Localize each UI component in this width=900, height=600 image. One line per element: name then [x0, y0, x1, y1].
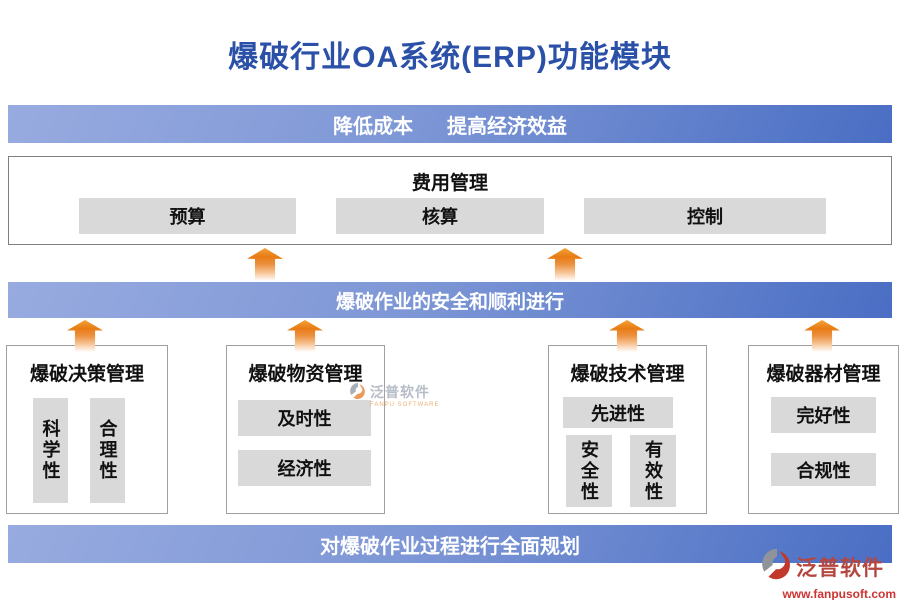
module-item-compliance: 合规性: [771, 453, 876, 486]
expense-item-control: 控制: [584, 198, 826, 234]
module-title: 爆破决策管理: [29, 364, 144, 385]
fanpu-logo-icon: [349, 382, 367, 405]
expense-item-accounting: 核算: [336, 198, 544, 234]
module-title: 爆破器材管理: [766, 364, 881, 385]
watermark-footer: 泛普软件 www.fanpusoft.com: [760, 547, 896, 600]
fanpu-logo-icon: [760, 547, 794, 586]
watermark-subtitle: FANPU SOFTWARE: [370, 402, 440, 408]
safety-banner: 爆破作业的安全和顺利进行: [8, 282, 892, 318]
module-decision-management: 爆破决策管理 科学性 合理性: [6, 345, 168, 514]
watermark-url: www.fanpusoft.com: [782, 587, 896, 600]
expense-item-budget: 预算: [79, 198, 296, 234]
expense-panel-title: 费用管理: [411, 173, 488, 194]
benefit-banner: 降低成本 提高经济效益: [8, 105, 892, 143]
module-item-advanced: 先进性: [563, 397, 673, 428]
up-arrow-icon: [247, 248, 283, 282]
module-item-rational: 合理性: [90, 398, 125, 503]
up-arrow-icon: [547, 248, 583, 282]
module-item-effectiveness: 有效性: [630, 435, 676, 507]
module-equipment-management: 爆破器材管理 完好性 合规性: [748, 345, 899, 514]
watermark-name: 泛普软件: [796, 556, 884, 580]
watermark-inline: 泛普软件 FANPU SOFTWARE: [349, 382, 439, 408]
benefit-banner-left-label: 降低成本: [333, 115, 413, 138]
watermark-name: 泛普软件: [370, 384, 430, 400]
benefit-banner-right-label: 提高经济效益: [447, 115, 567, 138]
module-technology-management: 爆破技术管理 先进性 安全性 有效性: [548, 345, 707, 514]
module-material-management: 爆破物资管理 及时性 经济性: [226, 345, 385, 514]
module-item-integrity: 完好性: [771, 397, 876, 433]
safety-banner-label: 爆破作业的安全和顺利进行: [335, 291, 564, 313]
module-item-safety: 安全性: [566, 435, 612, 507]
module-item-economy: 经济性: [238, 450, 371, 486]
page-title: 爆破行业OA系统(ERP)功能模块: [228, 41, 672, 74]
expense-management-panel: 费用管理 预算 核算 控制: [8, 156, 892, 245]
planning-banner-label: 对爆破作业过程进行全面规划: [320, 535, 580, 558]
module-item-timeliness: 及时性: [238, 400, 371, 436]
module-title: 爆破技术管理: [570, 364, 685, 385]
planning-banner: 对爆破作业过程进行全面规划: [8, 525, 892, 563]
module-title: 爆破物资管理: [248, 364, 363, 385]
module-item-scientific: 科学性: [33, 398, 68, 503]
